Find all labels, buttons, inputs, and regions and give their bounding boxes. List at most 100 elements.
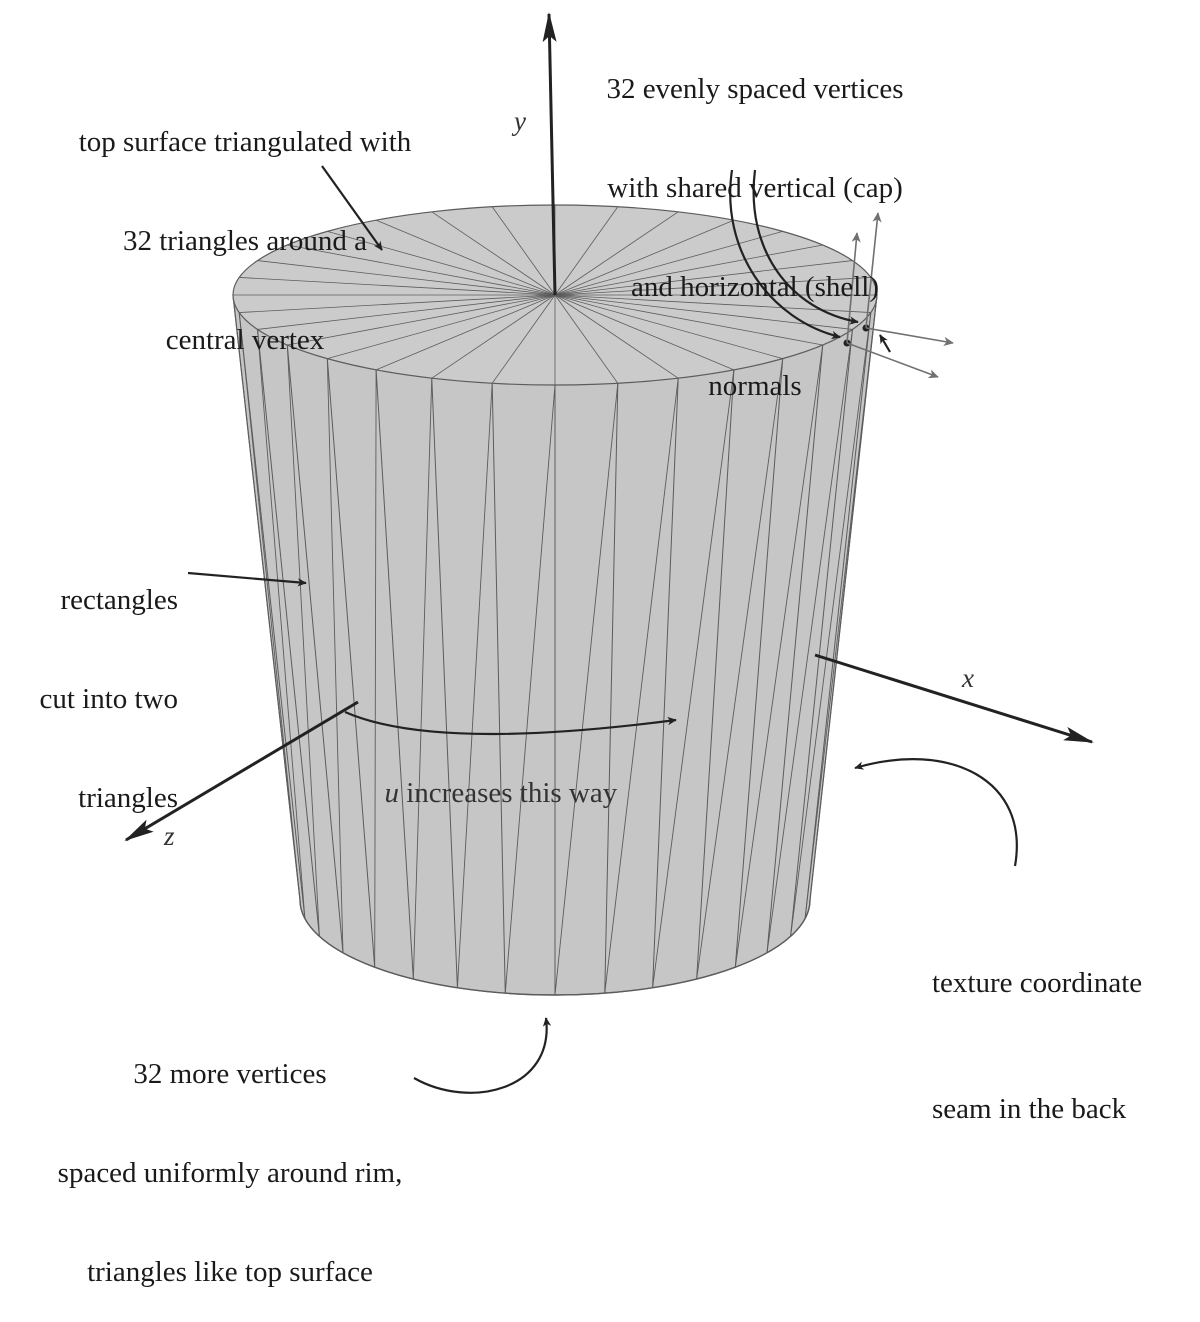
shell-diagonal	[790, 312, 872, 937]
cap-fan-edge	[327, 230, 556, 296]
y-axis-arrow	[542, 12, 557, 296]
cap-fan-edge	[491, 294, 556, 384]
x-axis-arrow	[814, 653, 1094, 744]
shell-edge	[809, 294, 878, 901]
top-surface-note-line: central vertex	[165, 324, 325, 356]
shell-diagonal	[604, 378, 679, 994]
cap-fan-edge	[239, 277, 556, 296]
bottom-vertices-note-line: triangles like top surface	[87, 1256, 373, 1288]
cap-fan-edge	[554, 244, 823, 296]
shell-diagonal	[374, 369, 377, 968]
shell-diagonal	[257, 329, 306, 919]
shell-edge	[790, 329, 853, 937]
cap-fan-edge	[375, 294, 556, 371]
shell-diagonal	[652, 369, 735, 988]
cylinder-diagram	[124, 12, 1094, 1094]
top-surface-note-line: top surface triangulated with	[78, 126, 412, 158]
shell-edge	[431, 378, 458, 988]
cap-fan-edge	[554, 294, 871, 313]
shell-diagonal	[554, 383, 619, 996]
vertices-leader-2	[752, 169, 859, 325]
bottom-vertices-note-line: spaced uniformly around rim,	[57, 1157, 403, 1189]
cap-fan-edge	[554, 294, 619, 384]
rectangles-leader	[187, 571, 307, 587]
shell-diagonal	[696, 358, 784, 980]
u-direction-arrow	[344, 710, 677, 736]
shell-edge	[257, 329, 320, 937]
u-variable: u	[384, 777, 400, 809]
u-direction-note: u increases this way	[370, 744, 618, 810]
vertices-leader-1	[729, 169, 841, 340]
cap-fan-edge	[554, 206, 619, 296]
cap-fan-edge	[287, 294, 556, 346]
shell-normal-arrow	[846, 342, 939, 379]
top-surface-note-line: 32 triangles around a	[122, 225, 367, 257]
cap-fan-edge	[287, 244, 556, 296]
shell-diagonal	[238, 312, 301, 901]
shell-diagonal	[326, 358, 344, 953]
cap-fan-edge	[554, 230, 783, 296]
axes-front	[124, 12, 1094, 842]
cap-fan-edge	[554, 260, 853, 296]
shell-edge	[238, 312, 306, 919]
shell-edge	[696, 369, 735, 980]
cap-fan-edge	[375, 219, 556, 296]
rectangles-note-line: cut into two	[39, 683, 178, 715]
cap-fan-edge	[554, 219, 735, 296]
top-vertices-note-line: and horizontal (shell)	[630, 271, 880, 303]
cap-fan-edge	[554, 294, 823, 346]
shell-edge	[232, 294, 301, 901]
shell-edge	[604, 383, 619, 994]
seam-leader	[854, 758, 1018, 867]
cap-normal-arrow	[846, 232, 861, 344]
top-vertices-note-line: with shared vertical (cap)	[607, 172, 903, 204]
seam-note: texture coordinate seam in the back	[932, 878, 1192, 1172]
vertices-leader-tip	[879, 334, 891, 353]
cap-fan-edge	[431, 294, 556, 379]
cap-fan-edge	[239, 294, 556, 313]
shell-edge	[326, 358, 376, 968]
annotation-leaders	[187, 165, 1018, 1094]
seam-note-line: texture coordinate	[932, 967, 1143, 999]
cap-fan-edge	[554, 211, 679, 296]
cap-fan-edge	[554, 294, 853, 330]
cap-fan-edge	[554, 294, 735, 371]
top-surface-leader	[321, 165, 383, 251]
cylinder-mesh	[232, 204, 878, 996]
bottom-vertices-note-line: 32 more vertices	[133, 1058, 327, 1090]
rectangles-note-line: rectangles	[60, 584, 178, 616]
shell-edge	[375, 369, 414, 980]
vertex-normals	[843, 212, 954, 379]
shell-diagonal	[804, 294, 878, 919]
y-axis-label: y	[514, 106, 526, 136]
cap-fan-edge	[431, 211, 556, 296]
cap-fan-edge	[554, 294, 679, 379]
z-axis-label: z	[164, 821, 175, 851]
seam-note-line: seam in the back	[932, 1093, 1127, 1125]
shell-diagonal	[766, 329, 853, 953]
cap-normal-arrow	[865, 212, 882, 329]
u-direction-text: increases this way	[399, 777, 618, 809]
shell-diagonal	[504, 384, 556, 994]
cap-fan-edge	[554, 277, 871, 296]
bottom-vertices-leader	[413, 1017, 552, 1094]
bottom-vertices-note: 32 more vertices spaced uniformly around…	[20, 992, 440, 1322]
cap-fan-edge	[257, 294, 556, 330]
z-axis-arrow	[124, 700, 359, 842]
cap-fan-edge	[491, 206, 556, 296]
cap-fan-edge	[327, 294, 556, 360]
shell-edge	[766, 344, 824, 953]
rectangles-note-line: triangles	[78, 782, 178, 814]
shell-normal-arrow	[865, 327, 954, 346]
top-vertices-note: 32 evenly spaced vertices with shared ve…	[565, 7, 945, 436]
top-vertices-note-line: normals	[708, 370, 802, 402]
x-axis-label: x	[962, 663, 974, 693]
cap-fan-edge	[257, 260, 556, 296]
bottom-rim	[299, 899, 811, 996]
shell-edge	[804, 312, 872, 919]
shell-diagonal	[456, 383, 493, 988]
shell-edge	[286, 344, 344, 953]
top-surface-note: top surface triangulated with 32 triangl…	[40, 60, 450, 390]
shell-diagonal	[412, 378, 433, 980]
shell-edge	[491, 383, 506, 994]
